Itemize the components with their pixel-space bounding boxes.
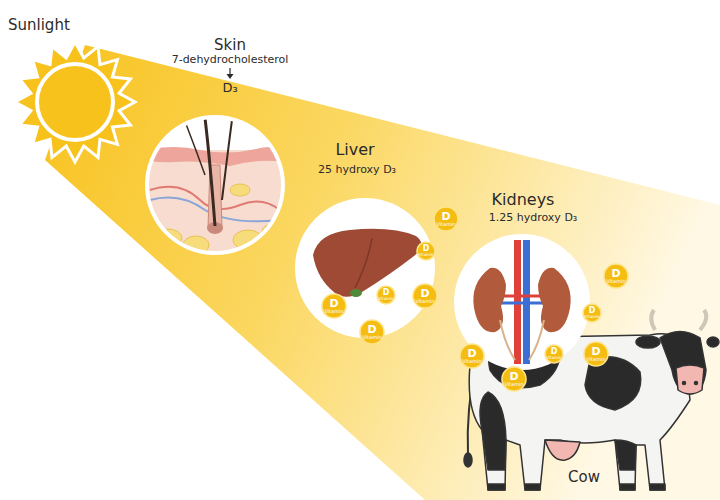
- vitamin-letter: D: [367, 324, 376, 335]
- vitamin-letter: D: [423, 245, 430, 253]
- sun: [15, 42, 135, 162]
- vitamin-badge: DVitamin: [582, 303, 602, 323]
- vitamin-badge: DVitamin: [459, 343, 485, 369]
- vitamin-word: Vitamin: [504, 382, 523, 387]
- vitamin-badge: DVitamin: [412, 283, 438, 309]
- vitamin-letter: D: [509, 371, 518, 382]
- vitamin-word: Vitamin: [378, 297, 393, 301]
- liver-circle: [295, 198, 435, 338]
- vitamin-word: Vitamin: [418, 253, 433, 257]
- sun-label: Sunlight: [8, 16, 70, 34]
- organ-node: Skin7-dehydrocholesterolD₃: [130, 36, 310, 255]
- vitamin-form: D₃: [222, 80, 237, 96]
- vitamin-letter: D: [551, 348, 558, 356]
- organ-name: Liver: [335, 140, 374, 159]
- precursor-name: 7-dehydrocholesterol: [172, 53, 289, 66]
- vitamin-word: Vitamin: [415, 299, 434, 304]
- vitamin-word: Vitamin: [436, 222, 455, 227]
- vitamin-letter: D: [611, 268, 620, 279]
- vitamin-badge: DVitamin: [603, 263, 629, 289]
- vitamin-word: Vitamin: [546, 356, 561, 360]
- vitamin-badge: DVitamin: [501, 366, 527, 392]
- vitamin-letter: D: [467, 348, 476, 359]
- vitamin-badge: DVitamin: [583, 341, 609, 367]
- vitamin-letter: D: [383, 289, 390, 297]
- vitamin-badge: DVitamin: [376, 285, 396, 305]
- metabolite-name: 1.25 hydroxy D₃: [489, 211, 578, 224]
- vitamin-badge: DVitamin: [433, 206, 459, 232]
- conversion-arrow: [227, 68, 234, 79]
- light-beam: [45, 45, 720, 500]
- vitamin-word: Vitamin: [606, 279, 625, 284]
- vitamin-letter: D: [420, 288, 429, 299]
- vitamin-word: Vitamin: [462, 359, 481, 364]
- animal-label: Cow: [568, 468, 600, 486]
- vitamin-letter: D: [589, 307, 596, 315]
- vitamin-word: Vitamin: [586, 357, 605, 362]
- vitamin-badge: DVitamin: [544, 344, 564, 364]
- vitamin-letter: D: [329, 298, 338, 309]
- organ-name: Skin: [214, 36, 246, 54]
- vitamin-letter: D: [591, 346, 600, 357]
- skin-circle: [145, 115, 285, 260]
- vitamin-badge: DVitamin: [359, 319, 385, 345]
- vitamin-word: Vitamin: [324, 309, 343, 314]
- vitamin-word: Vitamin: [584, 315, 599, 319]
- kidneys-circle: [454, 234, 590, 370]
- vitamin-badge: DVitamin: [321, 293, 347, 319]
- vitamin-word: Vitamin: [362, 335, 381, 340]
- organ-node: Kidneys 1.25 hydroxy D₃: [440, 190, 610, 370]
- metabolite-name: 25 hydroxy D₃: [318, 163, 396, 176]
- organ-name: Kidneys: [492, 190, 555, 209]
- vitamin-letter: D: [441, 211, 450, 222]
- vitamin-badge: DVitamin: [416, 241, 436, 261]
